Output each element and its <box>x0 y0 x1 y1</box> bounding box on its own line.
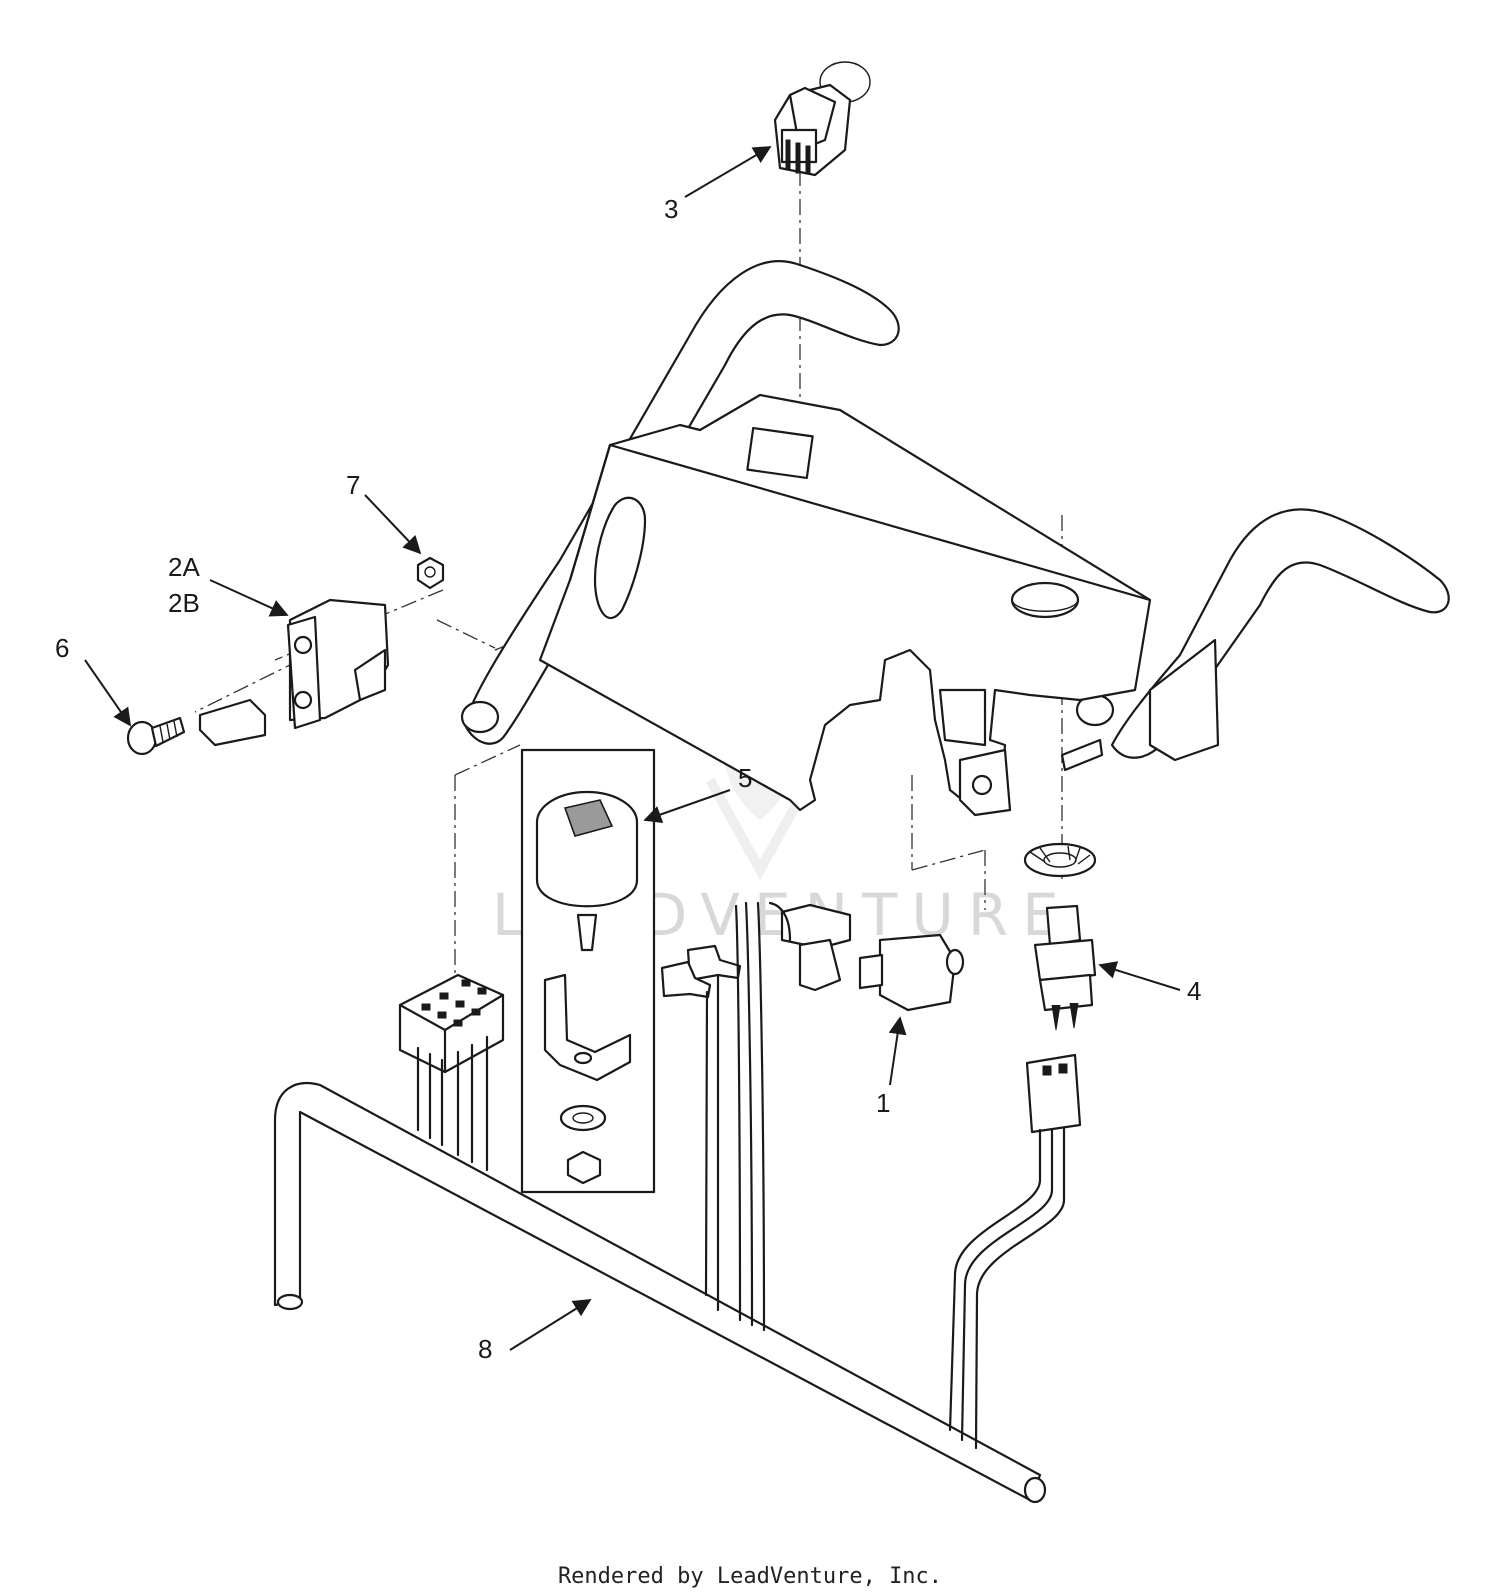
part-6-screw <box>126 716 186 756</box>
callout-1: 1 <box>876 1088 890 1118</box>
callout-6: 6 <box>55 633 69 663</box>
callout-4: 4 <box>1187 976 1201 1006</box>
harness-connector-block <box>398 973 505 1074</box>
connector-plug <box>780 903 852 992</box>
part-8-wire-harness <box>273 1082 1047 1504</box>
spade-terminals <box>660 944 742 999</box>
callout-leaders <box>84 146 1181 1351</box>
part-5-hour-meter-kit <box>520 748 656 1194</box>
harness-wires <box>416 901 1066 1450</box>
part-4-temperature-switch <box>1023 738 1104 1031</box>
render-credit: Rendered by LeadVenture, Inc. <box>558 1564 942 1589</box>
sender-connector <box>1025 1053 1082 1134</box>
callout-7: 7 <box>346 470 360 500</box>
callout-2a: 2A <box>168 552 200 582</box>
part-7-nut <box>416 556 445 590</box>
handle-tube <box>460 260 1450 762</box>
callout-2b: 2B <box>168 588 200 618</box>
part-1-pto-switch <box>858 933 965 1012</box>
callout-3: 3 <box>664 194 678 224</box>
part-3-ignition-switch <box>773 61 871 177</box>
part-2-interlock-switch <box>198 598 390 747</box>
callout-8: 8 <box>478 1334 492 1364</box>
callout-5: 5 <box>738 763 752 793</box>
control-panel-bracket <box>538 393 1152 817</box>
